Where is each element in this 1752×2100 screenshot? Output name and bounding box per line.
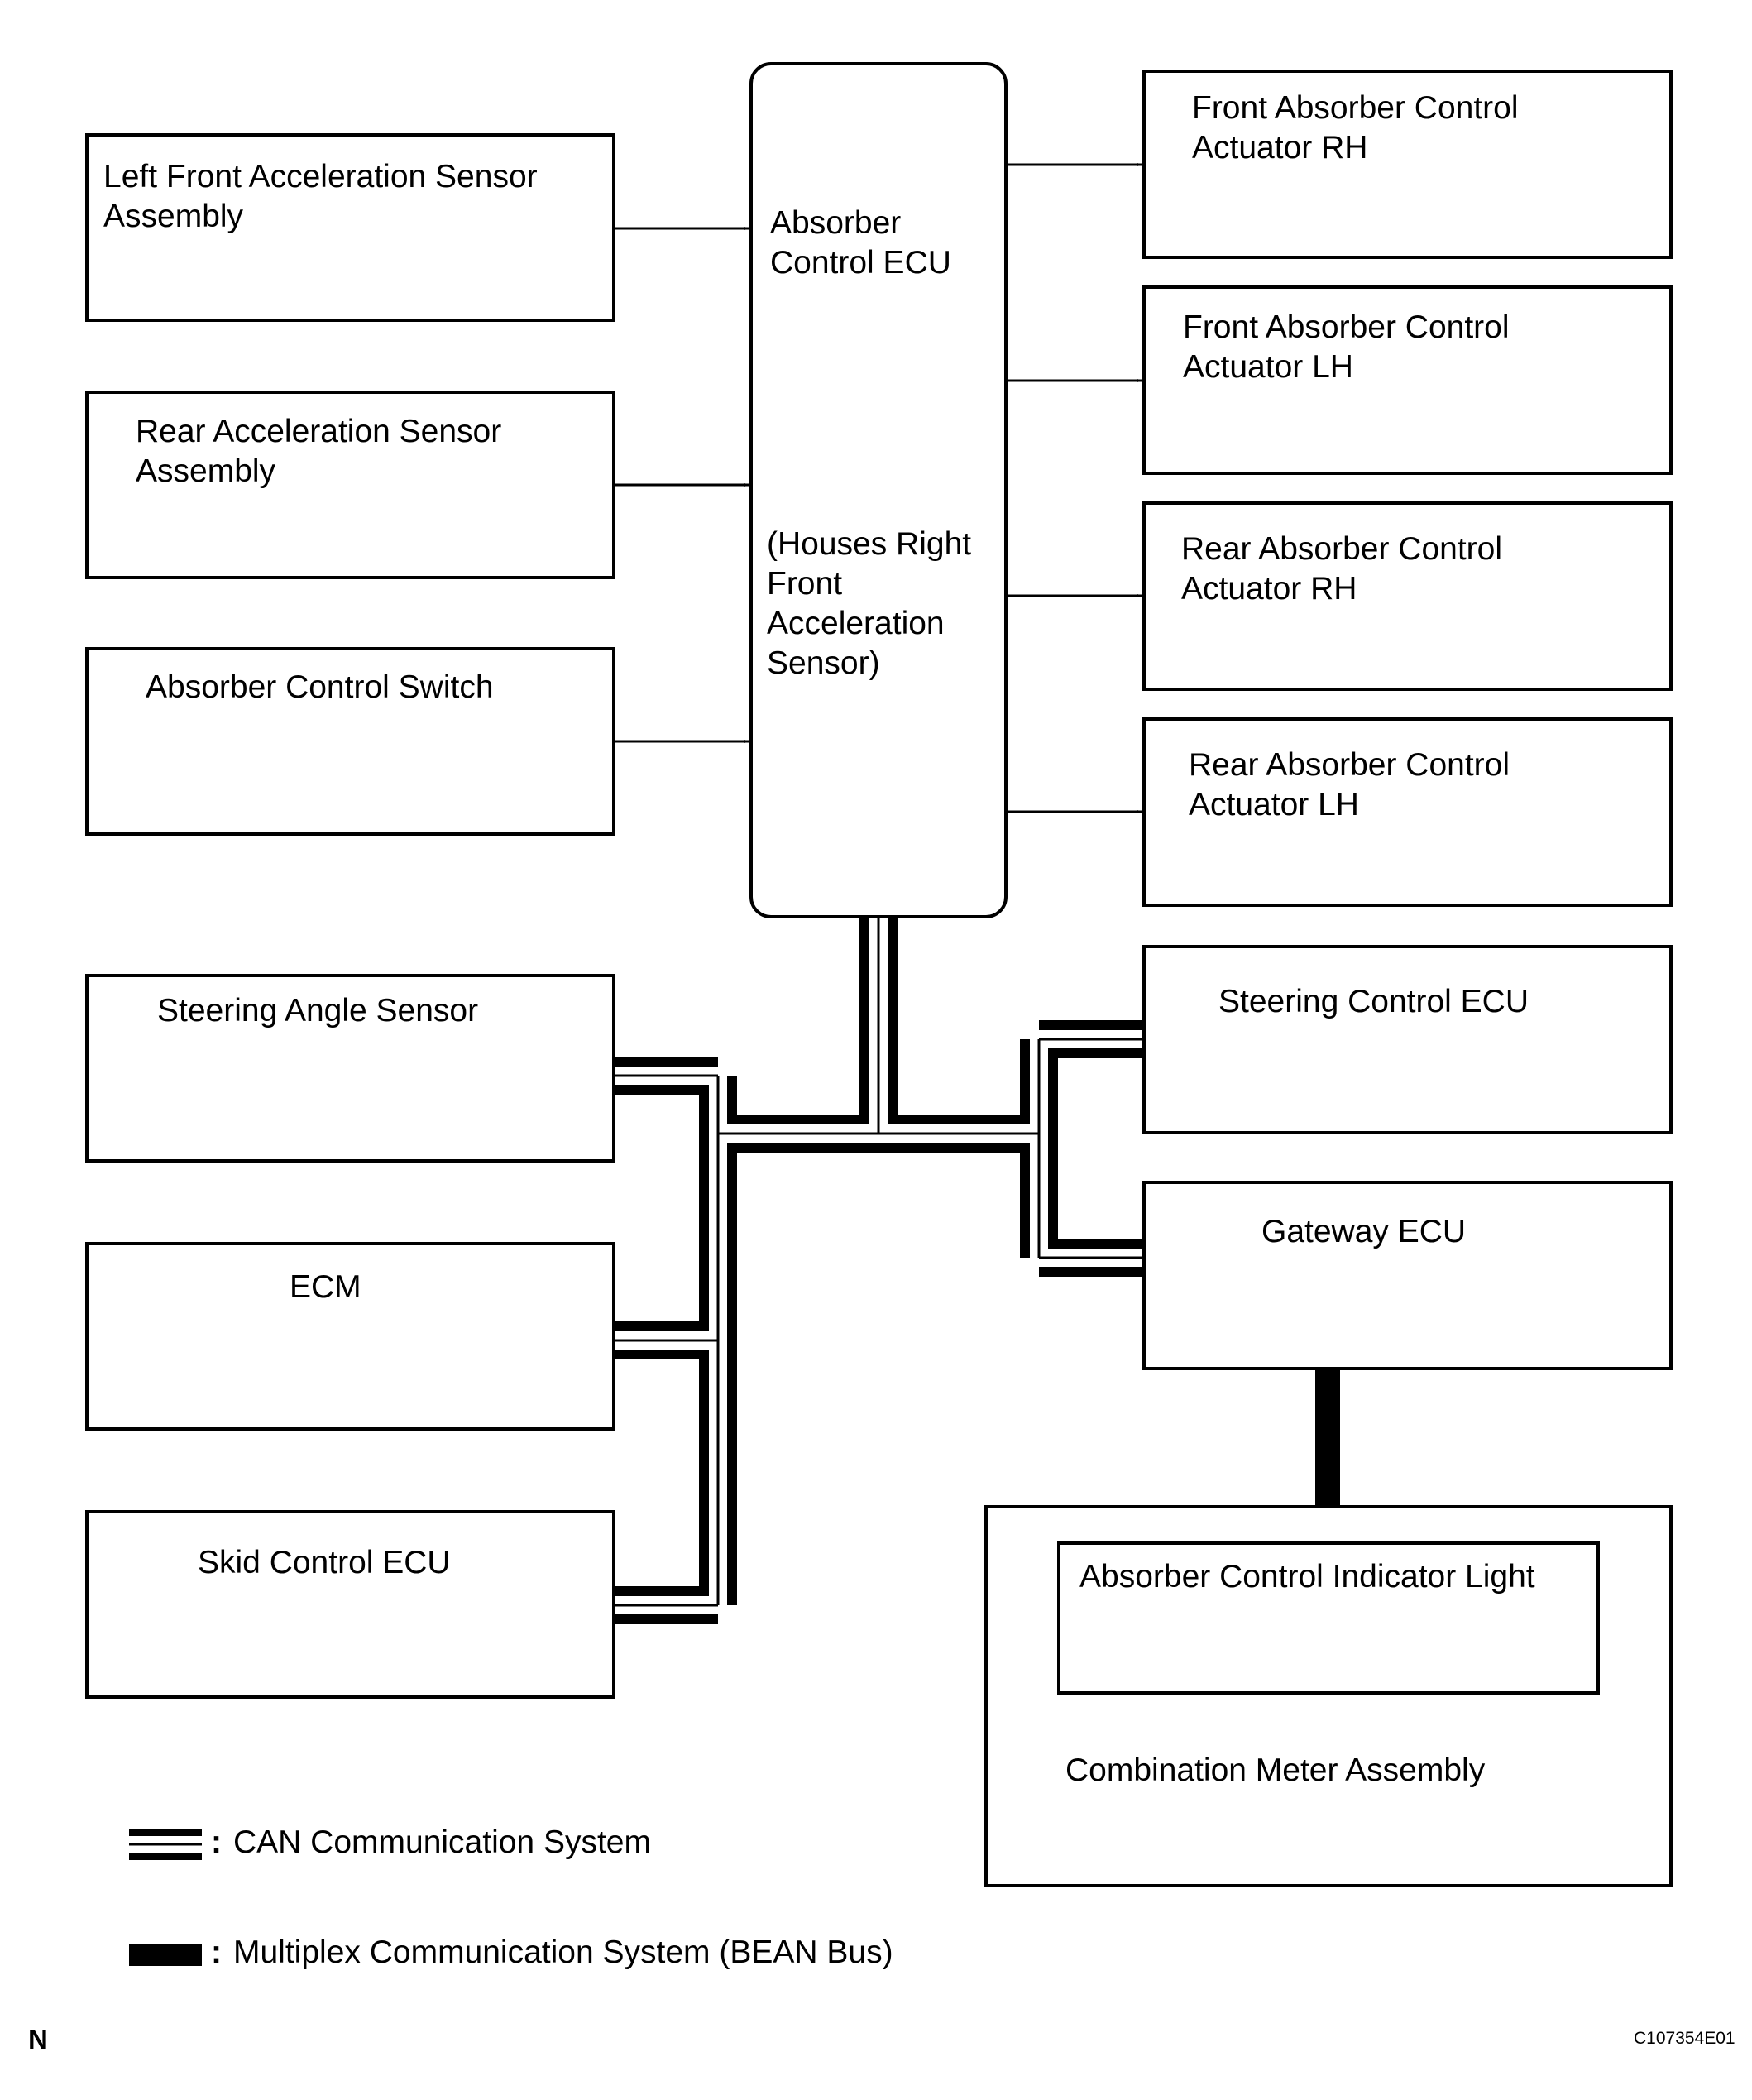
gateway-ecu-box: [1142, 1181, 1673, 1370]
legend-bean-colon: :: [211, 1935, 222, 1970]
rear-absorber-actuator-rh-box: [1142, 501, 1673, 691]
rear-acceleration-sensor-box: [85, 391, 615, 579]
orientation-mark: N: [28, 2024, 48, 2054]
can-bus-network: [615, 918, 1142, 1624]
legend-can-label: CAN Communication System: [233, 1824, 651, 1860]
ecm-label: ECM: [290, 1269, 361, 1305]
absorber-control-switch-box: [85, 647, 615, 836]
front-absorber-actuator-rh-box: [1142, 70, 1673, 259]
ecm-box: [85, 1242, 615, 1431]
left-front-acceleration-sensor-label: Left Front Acceleration Sensor Assembly: [103, 159, 538, 234]
rear-absorber-actuator-lh-label: Rear Absorber Control Actuator LH: [1189, 747, 1510, 822]
absorber-control-ecu: [749, 62, 1008, 918]
rear-absorber-actuator-lh-box: [1142, 717, 1673, 907]
ecu-name-label: Absorber Control ECU: [770, 205, 951, 280]
ecu-note-label: (Houses Right Front Acceleration Sensor): [767, 526, 972, 681]
figure-code: C107354E01: [1634, 2029, 1735, 2048]
gateway-ecu-label: Gateway ECU: [1261, 1214, 1467, 1249]
left-front-acceleration-sensor-box: [85, 133, 615, 322]
steering-control-ecu-box: [1142, 945, 1673, 1134]
front-absorber-actuator-lh-box: [1142, 285, 1673, 475]
rear-acceleration-sensor-label: Rear Acceleration Sensor Assembly: [136, 414, 502, 489]
skid-control-ecu-label: Skid Control ECU: [198, 1545, 451, 1580]
steering-angle-sensor-box: [85, 974, 615, 1163]
legend-bean-swatch: [129, 1944, 202, 1966]
legend-bean-label: Multiplex Communication System (BEAN Bus…: [233, 1935, 893, 1970]
rear-absorber-actuator-rh-label: Rear Absorber Control Actuator RH: [1181, 531, 1503, 607]
legend-can-colon: :: [211, 1824, 222, 1860]
absorber-control-indicator-light-box: [1057, 1541, 1600, 1695]
steering-control-ecu-label: Steering Control ECU: [1218, 984, 1529, 1019]
front-absorber-actuator-rh-label: Front Absorber Control Actuator RH: [1192, 90, 1519, 165]
front-absorber-actuator-lh-label: Front Absorber Control Actuator LH: [1183, 309, 1510, 385]
combination-meter-assembly-label: Combination Meter Assembly: [1065, 1752, 1486, 1788]
absorber-control-switch-label: Absorber Control Switch: [146, 669, 494, 705]
skid-control-ecu-box: [85, 1510, 615, 1699]
absorber-control-indicator-light-label: Absorber Control Indicator Light: [1079, 1559, 1535, 1594]
steering-angle-sensor-label: Steering Angle Sensor: [157, 993, 479, 1028]
